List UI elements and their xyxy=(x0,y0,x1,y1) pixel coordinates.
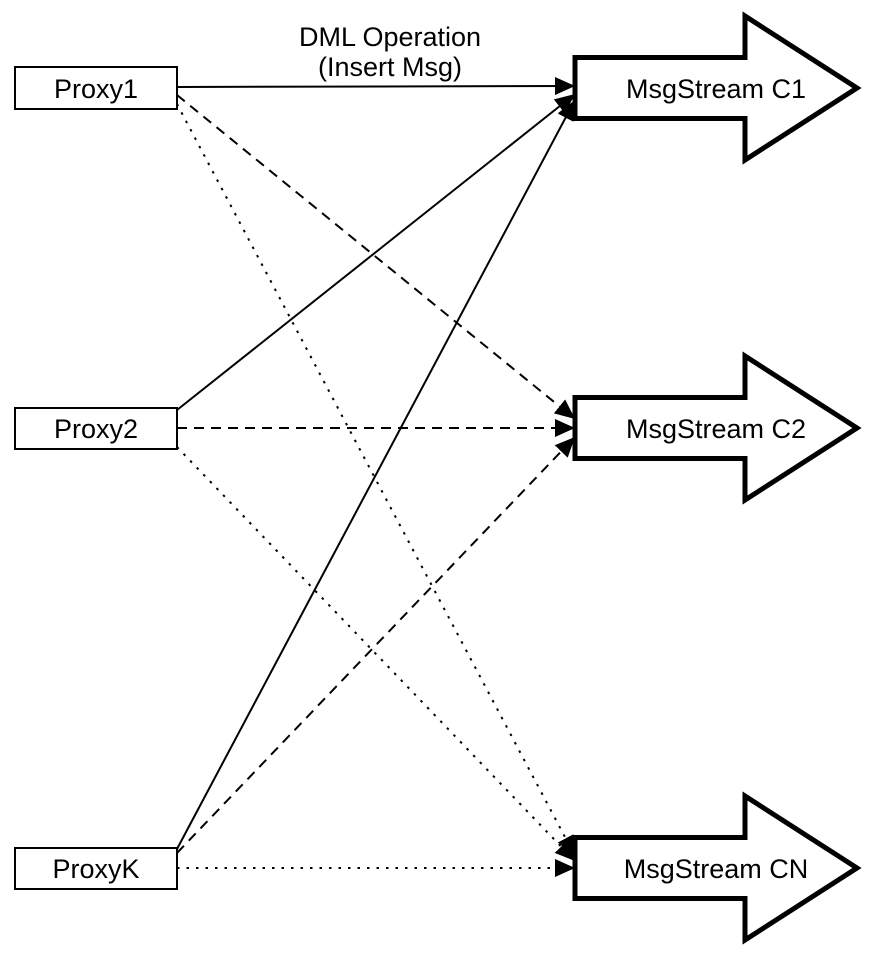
edge-proxy1-to-c2-dashed xyxy=(176,94,576,420)
proxy1-label: Proxy1 xyxy=(54,74,138,104)
edge-proxy2-to-c1-solid xyxy=(176,93,576,411)
dml-operation-label-line1: DML Operation xyxy=(299,22,481,52)
msgstream-cn-node: MsgStream CN xyxy=(572,791,862,945)
proxyk-label: ProxyK xyxy=(52,854,139,884)
proxy2-box xyxy=(14,407,178,450)
proxy2-label: Proxy2 xyxy=(54,414,138,444)
msgstream-c2-label: MsgStream C2 xyxy=(626,414,806,444)
dml-operation-label-line2: (Insert Msg) xyxy=(318,52,462,82)
edges-dashed xyxy=(176,94,576,854)
edges-dotted xyxy=(176,103,576,877)
msgstream-c2-node: MsgStream C2 xyxy=(572,351,862,505)
edges-solid xyxy=(176,77,576,850)
msgstream-cn-arrow-shape xyxy=(572,791,862,945)
msgstream-c1-label: MsgStream C1 xyxy=(626,74,806,104)
msgstream-cn-label: MsgStream CN xyxy=(624,854,809,884)
proxyk-node: ProxyK xyxy=(14,847,178,890)
msgstream-c1-arrow-shape xyxy=(572,11,862,165)
edge-label-dml-operation: DML Operation (Insert Msg) xyxy=(299,22,481,82)
edge-proxy1-to-cn-dotted xyxy=(176,103,576,857)
proxy1-box xyxy=(14,66,178,110)
msgstream-c1-node: MsgStream C1 xyxy=(572,11,862,165)
proxy1-node: Proxy1 xyxy=(14,66,178,110)
msgstream-c2-arrow-shape xyxy=(572,351,862,505)
edge-proxyk-to-c1-solid xyxy=(176,99,576,850)
proxy2-node: Proxy2 xyxy=(14,407,178,450)
edge-proxy2-to-cn-dotted xyxy=(176,446,576,862)
proxyk-box xyxy=(14,847,178,890)
edge-proxyk-to-c2-dashed xyxy=(176,436,576,854)
edge-proxy1-to-c1-solid xyxy=(176,77,576,96)
